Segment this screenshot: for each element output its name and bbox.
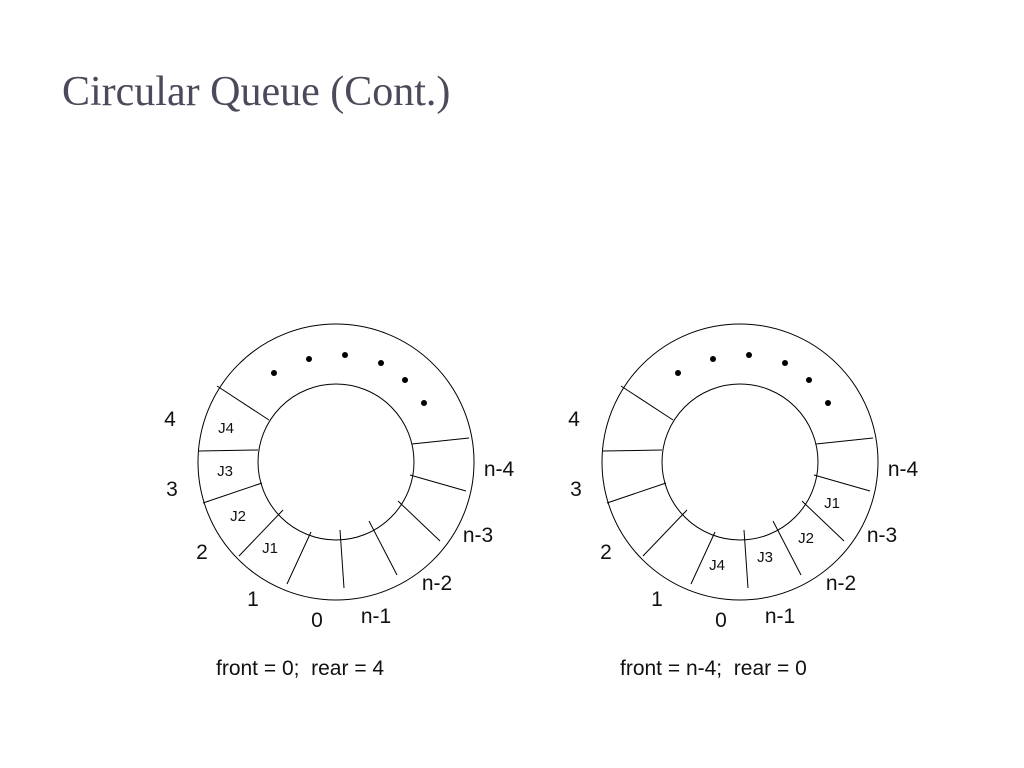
index-label: 1 (651, 588, 663, 611)
slot-divider (368, 520, 398, 576)
slot-divider (411, 437, 470, 445)
index-label: n-2 (826, 572, 856, 595)
outer-ring (601, 323, 879, 601)
slot-divider (286, 531, 312, 585)
inner-ring (257, 383, 415, 541)
outer-ring (197, 323, 475, 601)
inner-ring (661, 383, 819, 541)
index-label: 2 (196, 541, 208, 564)
index-label: n-3 (463, 524, 493, 547)
slot-label: J4 (709, 557, 725, 574)
slot-label: J3 (217, 463, 233, 480)
index-labels-right: 4 3 2 1 0 n-1 n-2 n-3 n-4 (568, 408, 918, 632)
index-label: n-2 (422, 572, 452, 595)
caption-left: front = 0; rear = 4 (216, 657, 385, 680)
index-label: n-4 (888, 458, 919, 481)
index-label: 3 (166, 478, 178, 501)
slot-label: J3 (757, 549, 773, 566)
index-label: 0 (715, 609, 727, 632)
slide-title: Circular Queue (Cont.) (62, 69, 451, 115)
slot-divider (815, 437, 874, 445)
index-label: 4 (164, 408, 176, 431)
slot-divider (397, 500, 441, 542)
slot-divider (238, 509, 284, 557)
index-label: n-4 (484, 458, 515, 481)
slot-divider (339, 529, 345, 589)
slot-divider (690, 531, 716, 585)
index-label: 4 (568, 408, 580, 431)
ellipsis-dots-left (271, 352, 427, 406)
index-label: 3 (570, 478, 582, 501)
index-label: 1 (247, 588, 259, 611)
slot-label: J1 (262, 540, 278, 557)
slot-divider (216, 385, 270, 421)
index-label: n-1 (765, 605, 795, 628)
slot-divider (198, 449, 259, 452)
index-label: 0 (311, 609, 323, 632)
ellipsis-dots-right (675, 352, 831, 406)
slot-label: J2 (798, 530, 814, 547)
index-label: n-1 (361, 605, 391, 628)
queue-ring-right (601, 323, 879, 601)
slot-divider (606, 482, 667, 504)
slot-divider (202, 482, 263, 504)
queue-ring-left (197, 323, 475, 601)
slot-divider (642, 509, 688, 557)
slot-divider (813, 474, 871, 492)
index-label: 2 (600, 541, 612, 564)
slot-label: J1 (824, 495, 840, 512)
index-label: n-3 (867, 524, 897, 547)
slot-divider (620, 385, 674, 421)
slot-label: J2 (230, 508, 246, 525)
slot-divider (801, 500, 845, 542)
slot-label: J4 (218, 420, 234, 437)
slot-labels-left: J4 J3 J2 J1 (217, 420, 278, 557)
slot-labels-right: J1 J2 J3 J4 (709, 495, 840, 574)
slot-divider (772, 520, 802, 576)
index-labels-left: 4 3 2 1 0 n-1 n-2 n-3 n-4 (164, 408, 514, 632)
slot-divider (602, 449, 663, 452)
slot-divider (409, 474, 467, 492)
caption-right: front = n-4; rear = 0 (620, 657, 807, 680)
slot-divider (743, 529, 749, 589)
